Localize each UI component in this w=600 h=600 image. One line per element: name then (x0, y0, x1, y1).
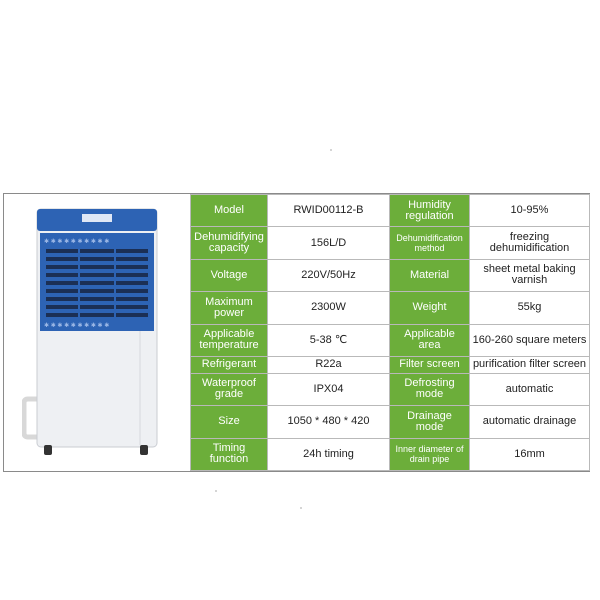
spec-value: 5-38 ℃ (267, 323, 390, 357)
spec-label: Timing function (190, 437, 268, 472)
spec-label: Size (190, 405, 268, 439)
spec-value: 160-260 square meters (469, 323, 590, 357)
spec-label: Maximum power (190, 291, 268, 325)
table-row: Waterproof grade IPX04 Defrosting mode a… (190, 372, 590, 407)
spec-label: Humidity regulation (389, 193, 470, 228)
spec-value: freezing dehumidification (469, 226, 590, 260)
spec-value: 16mm (469, 437, 590, 472)
spec-value: 156L/D (267, 226, 390, 260)
spec-value: R22a (267, 355, 390, 374)
spec-label: Model (190, 193, 268, 228)
dehumidifier-image: ✱ ✱ ✱ ✱ ✱ ✱ ✱ ✱ ✱ ✱ ✱ ✱ ✱ ✱ ✱ ✱ ✱ ✱ ✱ ✱ (22, 208, 158, 455)
table-row: Applicable temperature 5-38 ℃ Applicable… (190, 323, 590, 357)
spec-label: Inner diameter of drain pipe (389, 437, 470, 472)
spec-label: Voltage (190, 258, 268, 293)
speck-dot (330, 149, 332, 151)
spec-label: Weight (389, 291, 470, 325)
table-row: Timing function 24h timing Inner diamete… (190, 437, 590, 472)
spec-label: Applicable area (389, 323, 470, 357)
table-row: Maximum power 2300W Weight 55kg (190, 291, 590, 325)
spec-value: 55kg (469, 291, 590, 325)
spec-label: Filter screen (389, 355, 470, 374)
spec-label: Material (389, 258, 470, 293)
table-row: Refrigerant R22a Filter screen purificat… (190, 355, 590, 374)
spec-label: Waterproof grade (190, 372, 268, 407)
svg-text:✱ ✱ ✱ ✱ ✱ ✱ ✱ ✱ ✱ ✱: ✱ ✱ ✱ ✱ ✱ ✱ ✱ ✱ ✱ ✱ (44, 238, 109, 245)
spec-label: Applicable temperature (190, 323, 268, 357)
speck-dot (215, 490, 217, 492)
spec-value: 10-95% (469, 193, 590, 228)
spec-value: 220V/50Hz (267, 258, 390, 293)
spec-value: automatic (469, 372, 590, 407)
spec-label: Dehumidifying capacity (190, 226, 268, 260)
spec-value: 2300W (267, 291, 390, 325)
table-row: Voltage 220V/50Hz Material sheet metal b… (190, 258, 590, 293)
spec-value: automatic drainage (469, 405, 590, 439)
table-row: Size 1050 * 480 * 420 Drainage mode auto… (190, 405, 590, 439)
spec-label: Drainage mode (389, 405, 470, 439)
spec-label: Dehumidification method (389, 226, 470, 260)
spec-value: IPX04 (267, 372, 390, 407)
speck-dot (300, 507, 302, 509)
spec-value: 24h timing (267, 437, 390, 472)
spec-table: Model RWID00112-B Humidity regulation 10… (190, 193, 590, 472)
table-row: Dehumidifying capacity 156L/D Dehumidifi… (190, 226, 590, 260)
spec-value: sheet metal baking varnish (469, 258, 590, 293)
spec-label: Defrosting mode (389, 372, 470, 407)
spec-value: RWID00112-B (267, 193, 390, 228)
spec-value: 1050 * 480 * 420 (267, 405, 390, 439)
spec-label: Refrigerant (190, 355, 268, 374)
table-row: Model RWID00112-B Humidity regulation 10… (190, 193, 590, 228)
spec-value: purification filter screen (469, 355, 590, 374)
svg-text:✱ ✱ ✱ ✱ ✱ ✱ ✱ ✱ ✱ ✱: ✱ ✱ ✱ ✱ ✱ ✱ ✱ ✱ ✱ ✱ (44, 322, 109, 329)
